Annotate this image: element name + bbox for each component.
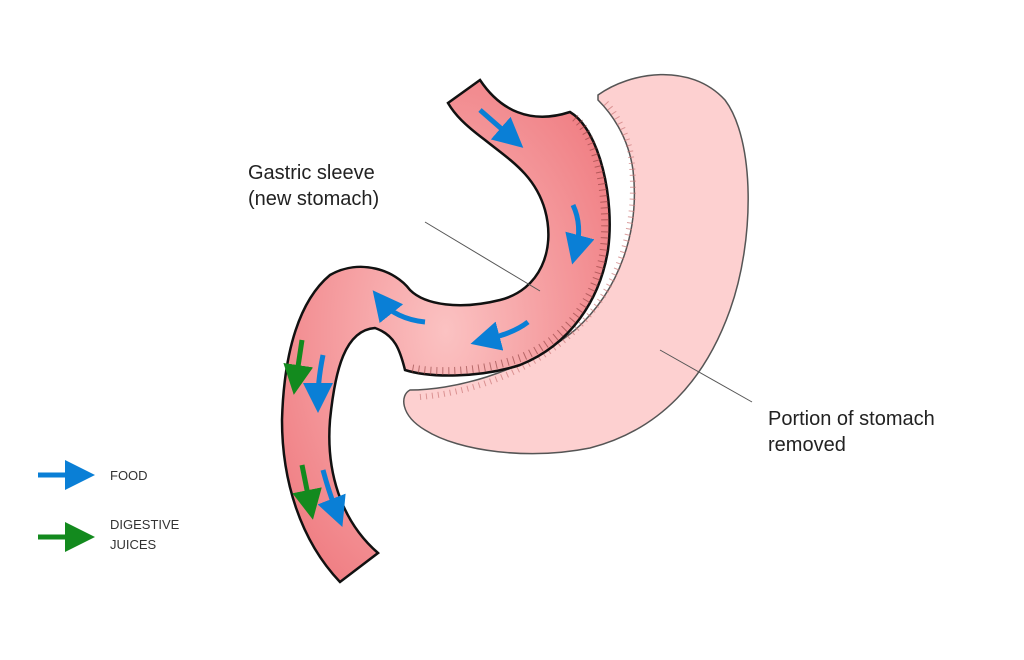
sleeve-label-line1: Gastric sleeve [248,162,375,184]
legend-food-label: FOOD [110,468,148,483]
legend-juices-line1: DIGESTIVE [110,517,180,532]
removed-label: Portion of stomach removed [768,406,935,458]
removed-leader-line [659,349,753,403]
sleeve-label: Gastric sleeve (new stomach) [248,160,379,212]
removed-label-line1: Portion of stomach [768,408,935,430]
legend-juices-label: DIGESTIVE JUICES [110,515,179,555]
sleeve-leader-line [424,221,541,292]
removed-stomach-portion [403,73,749,455]
digestive-juice-arrows [38,339,322,552]
legend-juices-line2: JUICES [110,537,157,552]
gastric-sleeve [280,78,611,584]
removed-label-line2: removed [768,434,846,456]
sleeve-label-line2: (new stomach) [248,188,380,210]
food-arrows [38,108,595,528]
